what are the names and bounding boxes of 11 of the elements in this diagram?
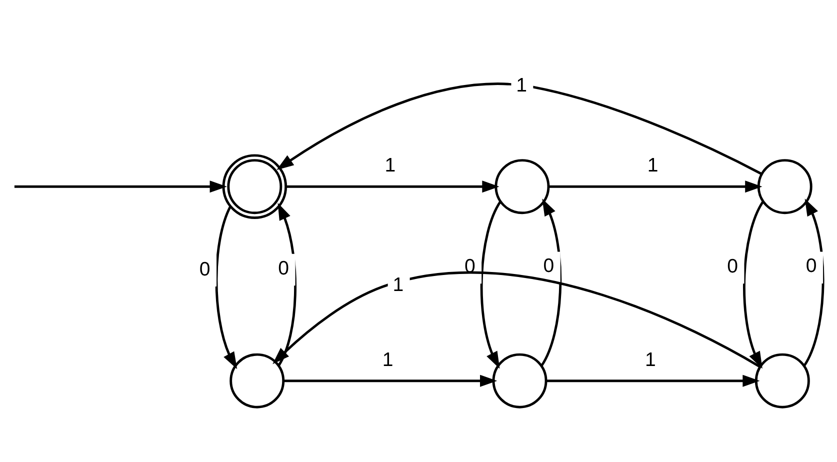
edge-label: 1	[647, 154, 658, 176]
edge-label: 1	[392, 273, 404, 296]
edge-label: 1	[644, 348, 656, 370]
edge-label: 1	[382, 348, 394, 370]
edge-label: 0	[727, 254, 738, 277]
edge-label: 1	[384, 154, 396, 176]
edge-label: 0	[278, 256, 290, 279]
edge-label: 0	[806, 254, 817, 277]
edge-label: 0	[543, 254, 554, 277]
edge-label: 1	[516, 74, 527, 96]
edge-label: 0	[199, 258, 210, 280]
